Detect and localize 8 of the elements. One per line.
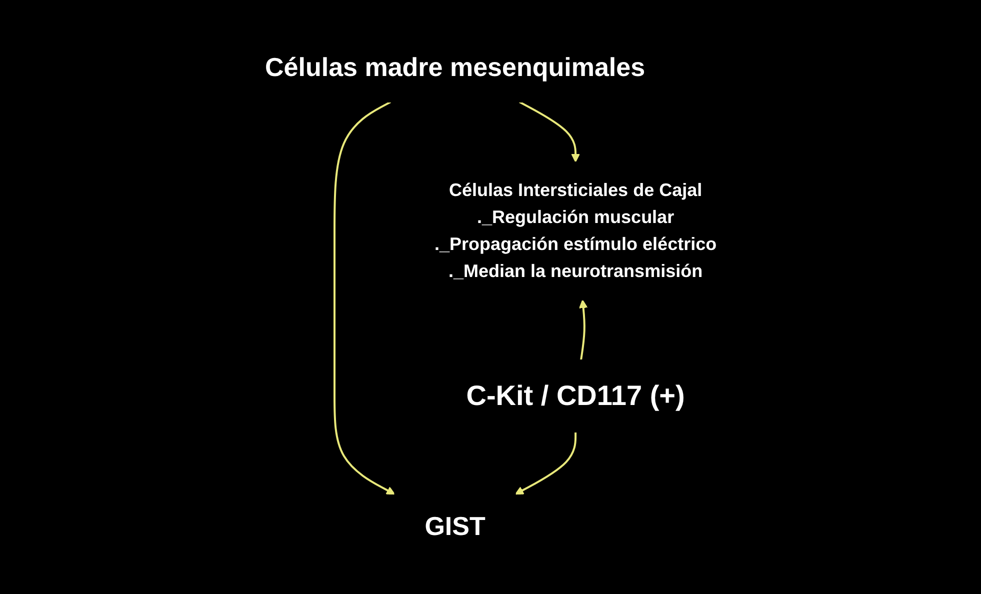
arrow	[518, 101, 580, 162]
arrow	[333, 101, 395, 495]
node-text: Células madre mesenquimales	[264, 52, 645, 82]
arrow	[578, 300, 588, 360]
arrow	[514, 432, 576, 495]
node-text: Células Intersticiales de Cajal ._Regulación muscular ._Propagación estímulo eléctrico ._Median la neurotransmisión	[434, 180, 716, 281]
node-text: GIST	[424, 510, 486, 541]
node-text: C-Kit / CD117 (+)	[466, 380, 685, 411]
